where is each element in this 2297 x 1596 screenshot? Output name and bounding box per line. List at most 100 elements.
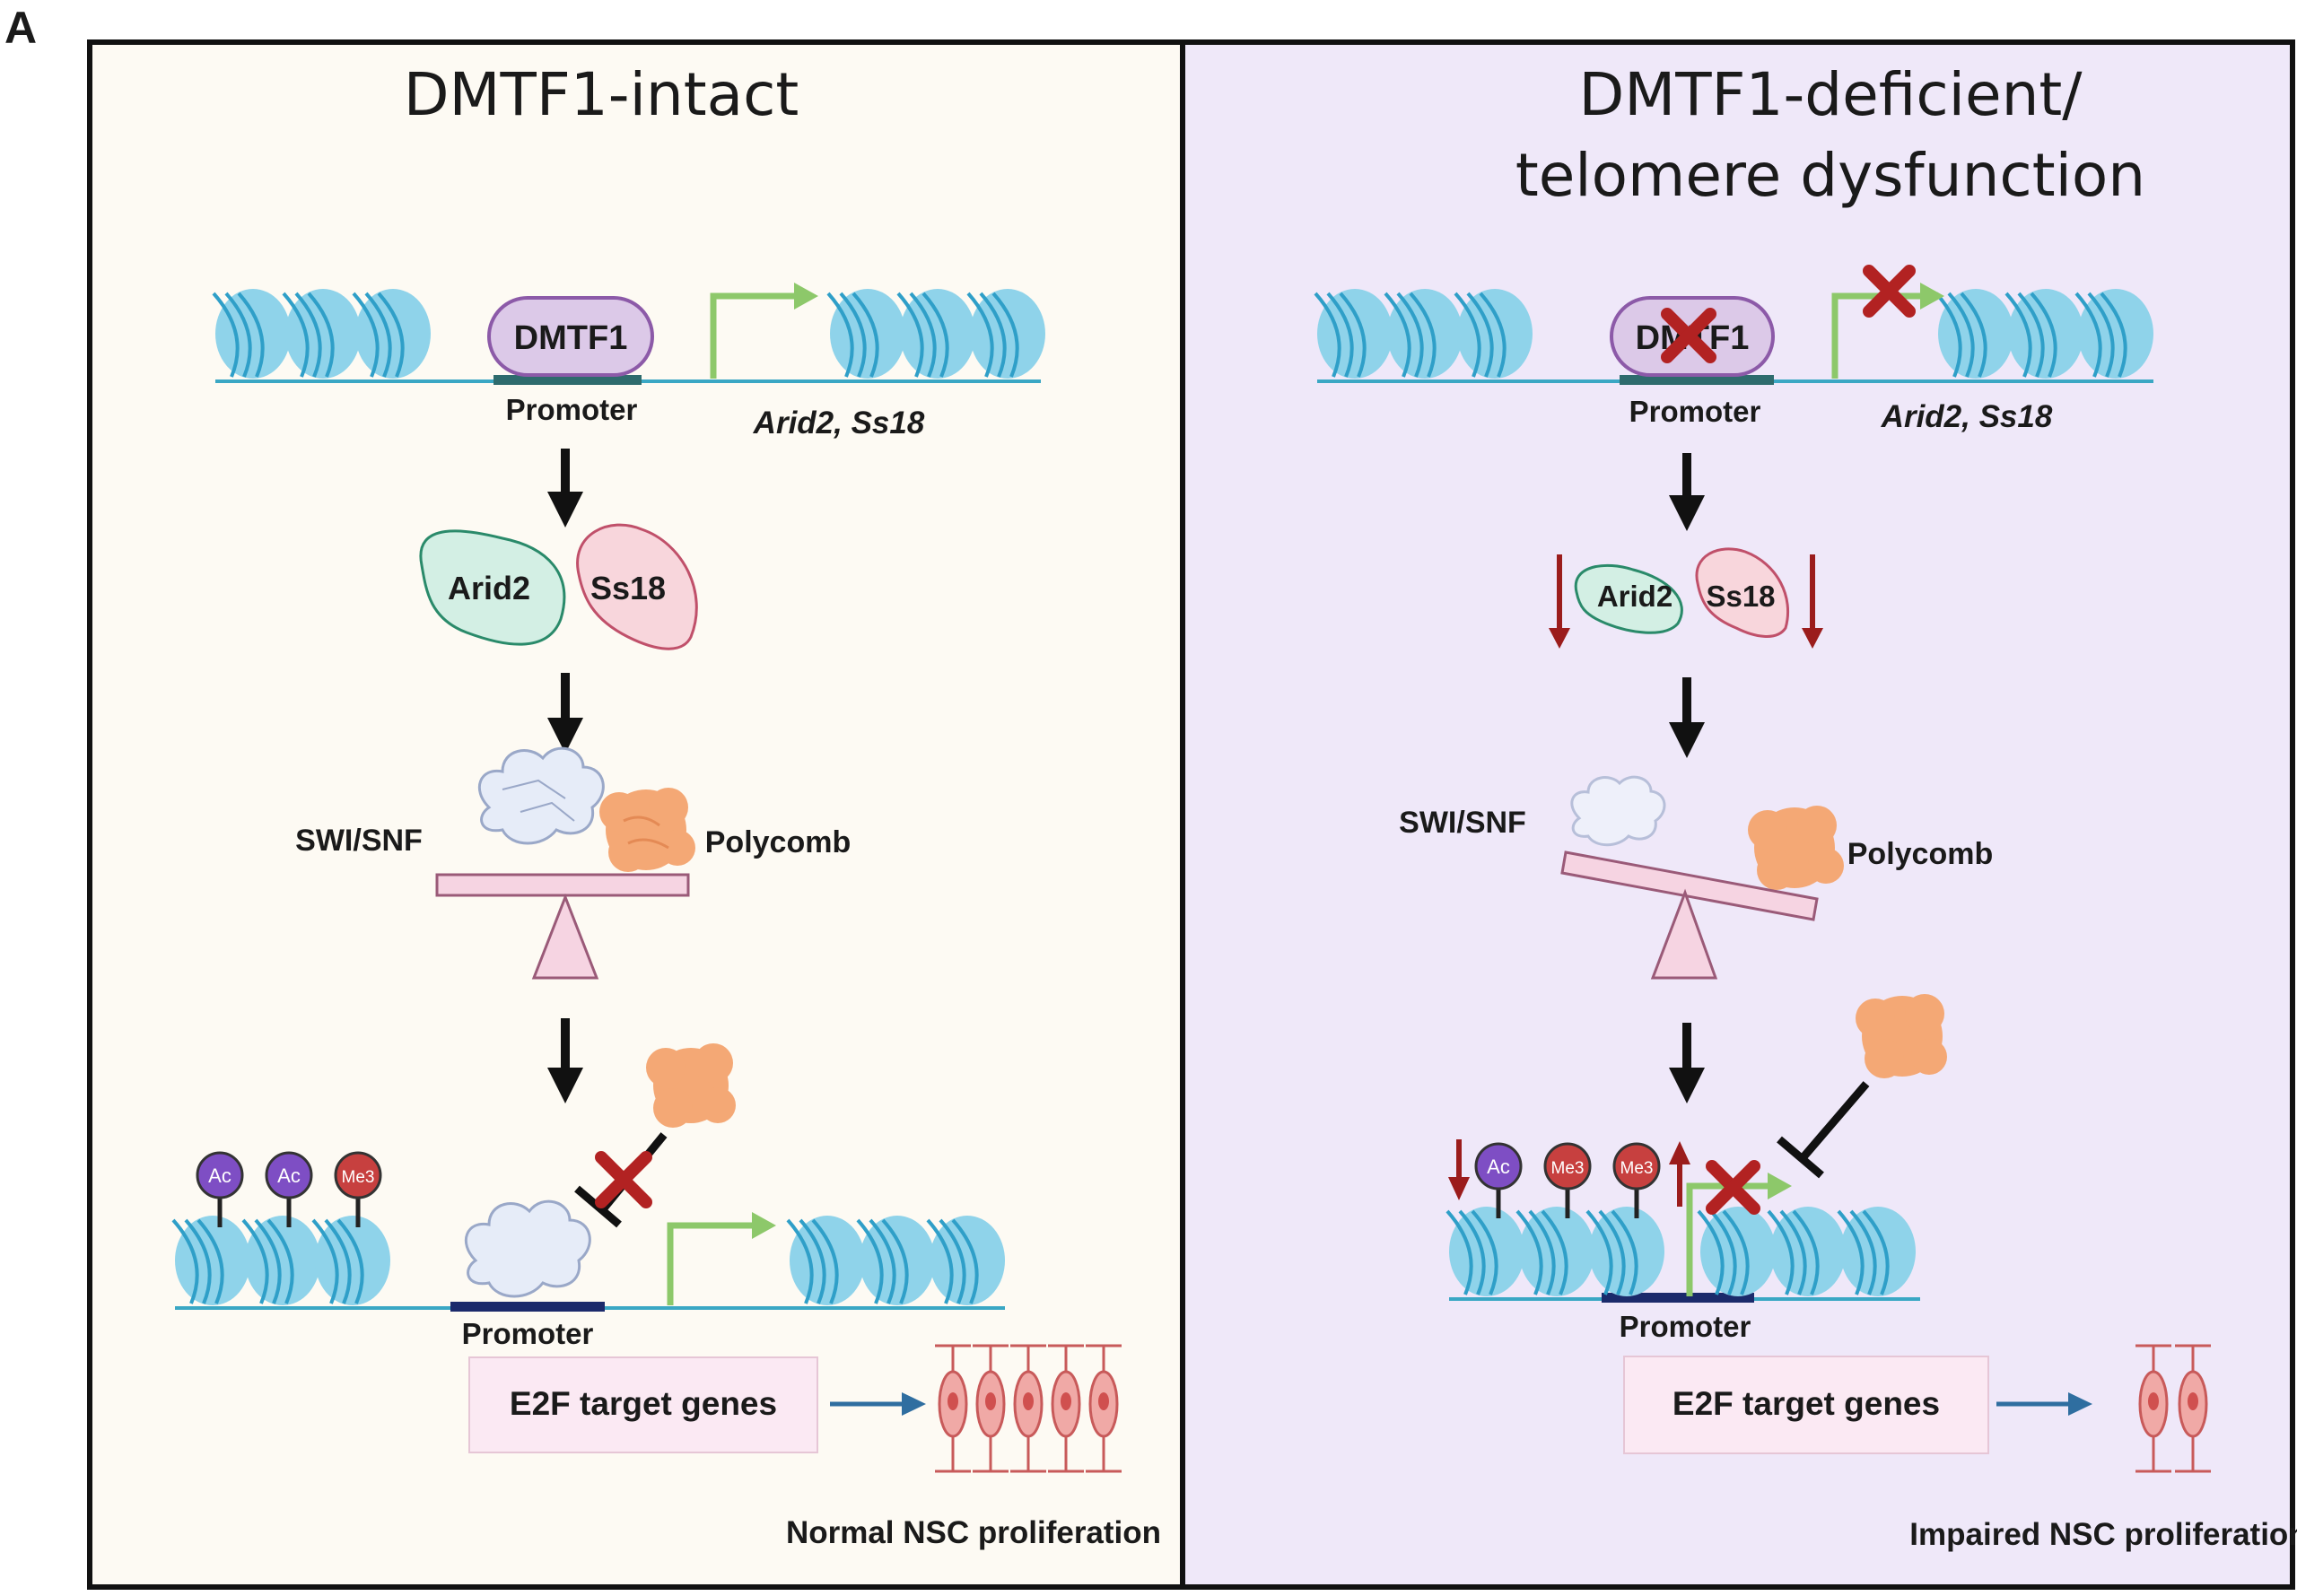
transcription-arrow-icon: [667, 1222, 761, 1305]
mark-label: Me3: [342, 1168, 375, 1187]
promoter-label-top: Promoter: [506, 393, 638, 426]
right-panel: [1180, 39, 2295, 1590]
swisnf-label: SWI/SNF: [295, 824, 423, 858]
trimethyl-mark: Me3: [1543, 1142, 1592, 1218]
nucleosome-icon: [2074, 289, 2153, 379]
cross-icon: [1863, 265, 1916, 318]
nucleosome-icon: [1767, 1207, 1846, 1296]
down-arrow-icon: [1448, 1139, 1470, 1200]
seesaw-fulcrum: [1650, 888, 1718, 980]
promoter-region: [1602, 1293, 1754, 1303]
neural-stem-cell-icon: [935, 1344, 971, 1473]
neural-stem-cell-icon: [2175, 1344, 2211, 1473]
mark-label: Me3: [1620, 1159, 1654, 1178]
down-arrow-icon: [1802, 554, 1823, 649]
nucleosome-icon: [241, 1216, 320, 1305]
nucleosome-group: [1935, 289, 2153, 379]
nucleosome-icon: [896, 289, 975, 379]
e2f-label: E2F target genes: [510, 1385, 777, 1422]
genes-label: Arid2, Ss18: [1881, 399, 2053, 434]
seesaw-fulcrum: [531, 893, 599, 980]
polycomb-complex: [646, 1043, 736, 1128]
acetyl-mark: Ac: [1474, 1142, 1523, 1218]
nucleosome-group: [786, 1216, 1005, 1305]
nucleosome-icon: [171, 1216, 250, 1305]
arid2-protein: [419, 529, 566, 646]
nucleosome-icon: [826, 289, 905, 379]
mark-label: Ac: [1487, 1156, 1510, 1178]
trimethyl-mark: Me3: [1612, 1142, 1661, 1218]
promoter-label-bottom: Promoter: [462, 1317, 594, 1350]
swisnf-complex: [464, 1199, 591, 1298]
transcription-arrow-icon: [1686, 1182, 1777, 1296]
outcome-label: Normal NSC proliferation: [786, 1515, 1161, 1550]
nucleosome-icon: [786, 1216, 865, 1305]
seesaw-beam: [435, 873, 690, 897]
acetyl-mark: Ac: [196, 1151, 244, 1227]
left-title: DMTF1-intact: [404, 60, 799, 129]
nucleosome-icon: [212, 289, 291, 379]
cross-icon: [595, 1151, 652, 1208]
neural-stem-cells: [935, 1344, 1122, 1473]
mark-label: Ac: [277, 1164, 301, 1187]
nucleosome-icon: [926, 1216, 1005, 1305]
cross-icon: [1706, 1160, 1760, 1215]
mark-label: Ac: [208, 1164, 231, 1187]
seesaw-beam: [1560, 850, 1819, 921]
polycomb-complex: [1856, 994, 1947, 1078]
ss18-label: Ss18: [590, 570, 666, 606]
up-arrow-icon: [1669, 1141, 1690, 1207]
dmtf1-protein: [487, 296, 654, 377]
nucleosome-icon: [1697, 1207, 1776, 1296]
nucleosome-icon: [1585, 1207, 1664, 1296]
nucleosome-group: [826, 289, 1045, 379]
neural-stem-cell-icon: [973, 1344, 1009, 1473]
ss18-label: Ss18: [1706, 580, 1775, 613]
nucleosome-group: [1314, 289, 1533, 379]
arid2-label: Arid2: [448, 570, 530, 606]
ss18-protein: [1695, 547, 1790, 638]
promoter-region: [493, 375, 642, 385]
promoter-label-top: Promoter: [1629, 395, 1761, 428]
inhibition-icon: [1777, 1081, 1870, 1179]
trimethyl-mark: Me3: [334, 1151, 382, 1227]
down-arrow-icon: [1549, 554, 1570, 649]
nucleosome-icon: [1445, 1207, 1524, 1296]
nucleosome-group: [212, 289, 431, 379]
polycomb-complex: [1748, 806, 1844, 890]
promoter-region: [1620, 375, 1774, 385]
nucleosome-icon: [2004, 289, 2083, 379]
acetyl-mark: Ac: [265, 1151, 313, 1227]
nucleosome-icon: [1515, 1207, 1594, 1296]
transcription-arrow-icon: [710, 292, 803, 379]
nucleosome-icon: [1837, 1207, 1916, 1296]
nucleosome-icon: [352, 289, 431, 379]
right-title-line1: DMTF1-deficient/: [1578, 60, 2083, 129]
nucleosome-group: [171, 1216, 390, 1305]
outcome-label: Impaired NSC proliferation: [1909, 1517, 2297, 1552]
mark-label: Me3: [1551, 1159, 1585, 1178]
histone-marks: Ac Me3 Me3: [1474, 1142, 1661, 1218]
e2f-box: [1623, 1356, 1989, 1454]
swisnf-complex: [1570, 775, 1666, 847]
cross-icon: [1661, 308, 1716, 363]
nucleosome-icon: [1384, 289, 1463, 379]
nucleosome-icon: [282, 289, 361, 379]
promoter-region: [450, 1302, 605, 1312]
nucleosome-group: [1697, 1207, 1916, 1296]
neural-stem-cell-icon: [1086, 1344, 1122, 1473]
nucleosome-icon: [966, 289, 1045, 379]
swisnf-complex: [477, 746, 605, 845]
polycomb-label: Polycomb: [1847, 837, 1993, 871]
dmtf1-label: DMTF1: [514, 319, 628, 357]
polycomb-label: Polycomb: [705, 825, 851, 859]
neural-stem-cells: [2135, 1344, 2211, 1473]
polycomb-complex: [599, 788, 695, 872]
e2f-label: E2F target genes: [1673, 1385, 1940, 1422]
nucleosome-icon: [311, 1216, 390, 1305]
swisnf-label: SWI/SNF: [1399, 806, 1526, 840]
arid2-protein: [1574, 563, 1683, 634]
nucleosome-icon: [1314, 289, 1393, 379]
ss18-protein: [576, 523, 698, 650]
